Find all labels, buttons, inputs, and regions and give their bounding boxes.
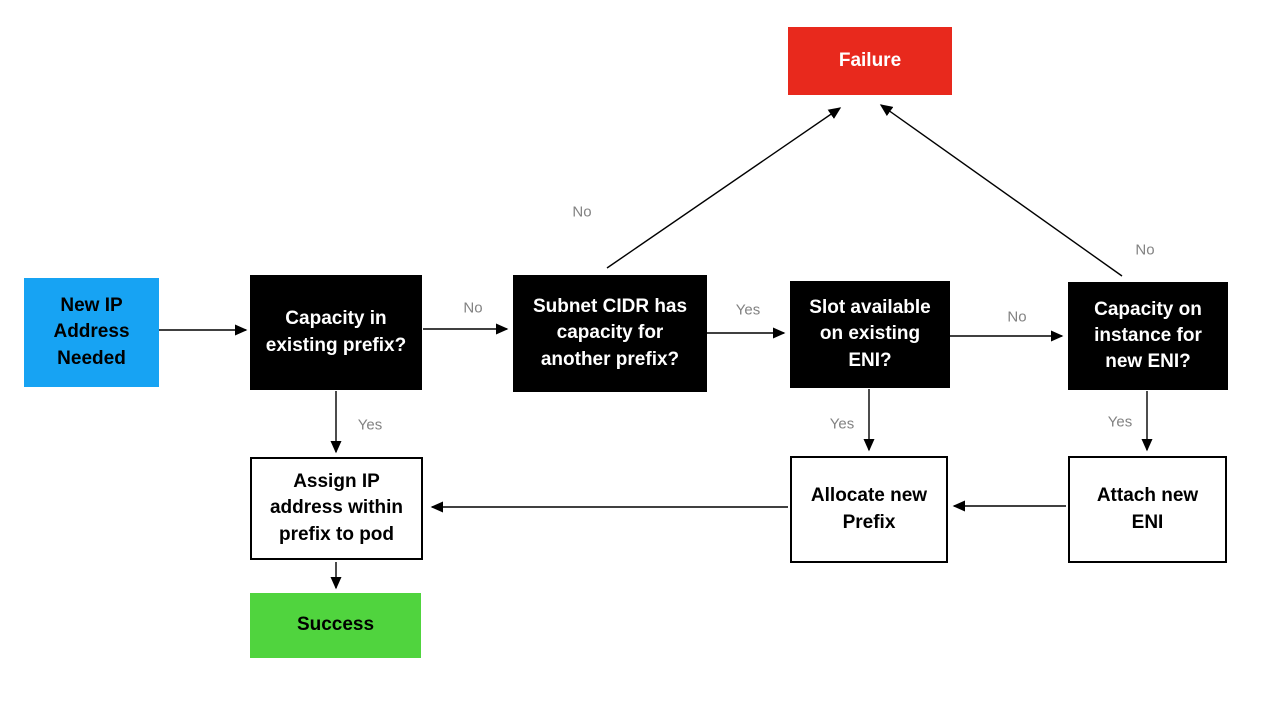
node-assign-ip-to-pod: Assign IP address within prefix to pod [250,457,423,560]
node-label: Allocate new Prefix [810,485,928,533]
node-capacity-in-existing-prefix: Capacity in existing prefix? [250,275,422,390]
node-new-ip-address-needed: New IP Address Needed [24,278,159,387]
edge-subnet-to-failure [606,107,842,269]
edge-capacity-new-to-failure [879,104,1123,277]
edge-label-no-capacity-to-subnet: No [463,299,483,317]
edge-label-no-subnet-to-failure: No [572,203,592,221]
node-label: Subnet CIDR has capacity for another pre… [532,296,688,370]
node-label: New IP Address Needed [53,295,130,369]
edge-label-no-capacity-new-to-failure: No [1135,241,1155,259]
node-failure: Failure [788,27,952,95]
node-label: Capacity on instance for new ENI? [1094,298,1202,373]
node-label: Success [296,614,375,636]
node-label: Attach new ENI [1096,485,1199,533]
edge-label-yes-capacity-to-assign: Yes [357,416,383,434]
node-allocate-new-prefix: Allocate new Prefix [790,456,948,563]
edge-label-yes-slot-to-allocate: Yes [829,415,855,433]
node-success: Success [250,593,421,658]
node-capacity-for-new-eni: Capacity on instance for new ENI? [1068,282,1228,390]
node-label: Slot available on existing ENI? [809,297,931,371]
edge-label-yes-subnet-to-slot: Yes [735,301,761,319]
node-label: Capacity in existing prefix? [265,308,407,356]
node-attach-new-eni: Attach new ENI [1068,456,1227,563]
node-slot-available-existing-eni: Slot available on existing ENI? [790,281,950,388]
node-subnet-cidr-capacity: Subnet CIDR has capacity for another pre… [513,275,707,392]
node-label: Assign IP address within prefix to pod [269,471,404,545]
edge-label-yes-capacity-new-to-attach: Yes [1107,413,1133,431]
edge-label-no-slot-to-capacity-new: No [1007,308,1027,326]
node-label: Failure [838,49,902,71]
